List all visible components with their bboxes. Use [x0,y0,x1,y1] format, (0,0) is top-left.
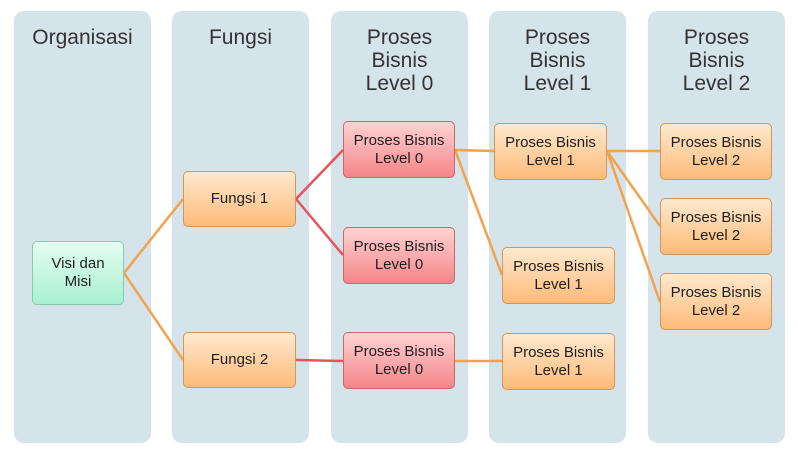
node-level1-c: Proses Bisnis Level 1 [502,333,615,390]
node-fungsi-2-label: Fungsi 2 [210,351,269,368]
node-level1-b-label: Proses Bisnis Level 1 [513,257,604,293]
node-visi-misi-label: Visi dan Misi [51,255,105,290]
node-level1-b: Proses Bisnis Level 1 [502,247,615,304]
connector-fungsi2-l0c [295,358,344,363]
column-title-level-0: Proses Bisnis Level 0 [365,26,434,95]
column-title-fungsi: Fungsi [208,26,273,49]
node-level2-b-label: Proses Bisnis Level 2 [670,208,762,244]
node-level2-c-label: Proses Bisnis Level 2 [670,283,762,319]
connector-l1a-l2b [605,150,662,227]
node-level0-a: Proses Bisnis Level 0 [343,121,455,178]
connector-visi-fungsi2 [122,272,185,361]
node-level1-a: Proses Bisnis Level 1 [494,123,607,180]
node-level0-c-label: Proses Bisnis Level 0 [353,342,445,378]
column-title-level-1: Proses Bisnis Level 1 [523,26,592,95]
node-level0-b: Proses Bisnis Level 0 [343,227,455,284]
node-level0-a-label: Proses Bisnis Level 0 [353,131,445,167]
column-title-organisasi: Organisasi [32,26,133,49]
node-level0-c: Proses Bisnis Level 0 [343,332,455,389]
node-visi-misi: Visi dan Misi [32,241,124,305]
node-level1-c-label: Proses Bisnis Level 1 [513,343,604,379]
node-fungsi-1-label: Fungsi 1 [210,190,269,207]
node-level2-b: Proses Bisnis Level 2 [660,198,772,255]
connector-fungsi1-l0a [295,149,344,200]
connector-l0a-l1a [454,148,495,153]
node-fungsi-2: Fungsi 2 [183,332,296,388]
connector-l1a-l2c [605,150,662,303]
node-fungsi-1: Fungsi 1 [183,171,296,227]
column-title-level-2: Proses Bisnis Level 2 [682,26,751,95]
node-level2-a-label: Proses Bisnis Level 2 [670,133,762,169]
connector-visi-fungsi1 [123,198,184,274]
column-organisasi: Organisasi [14,11,151,443]
node-level1-a-label: Proses Bisnis Level 1 [505,133,596,169]
node-level2-a: Proses Bisnis Level 2 [660,123,772,180]
node-level0-b-label: Proses Bisnis Level 0 [353,237,445,273]
connector-l0a-l1b [453,149,504,276]
connector-fungsi1-l0b [295,198,344,256]
node-level2-c: Proses Bisnis Level 2 [660,273,772,330]
